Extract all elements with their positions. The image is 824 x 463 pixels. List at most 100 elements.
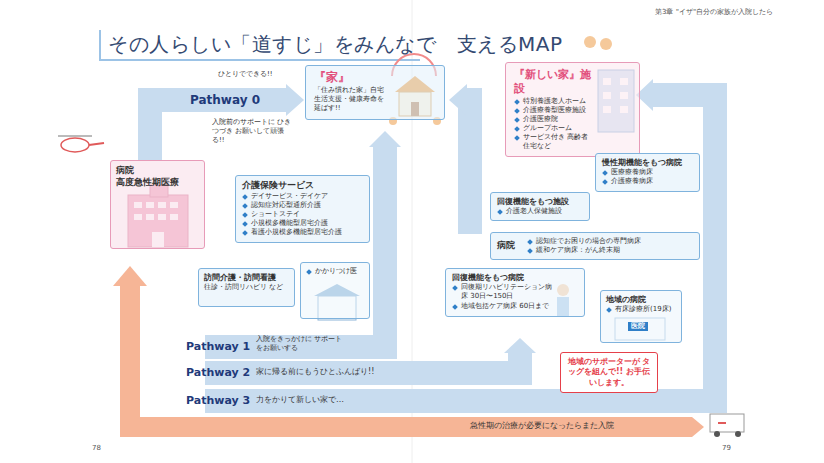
map-note: Pathway 2 [186, 366, 250, 380]
bullet-diamond [514, 135, 520, 141]
page-number: 78 [92, 444, 101, 453]
bullet-diamond [606, 308, 612, 314]
map-note: ひとりでできる!! [218, 70, 273, 79]
list-item: 介護医療院 [514, 115, 593, 124]
list-item: ショートステイ [242, 210, 363, 219]
box-text: 介護医療院 [523, 115, 558, 124]
list-item: 看護小規模多機能型居宅介護 [242, 228, 363, 237]
map-note: Pathway 1 [186, 340, 250, 354]
list-item: かかりつけ医 [306, 267, 364, 276]
box-text: サービス付き 高齢者住宅など [523, 133, 593, 151]
box-text: かかりつけ医 [315, 267, 357, 276]
map-box: 介護保険サービスデイサービス・デイケア認知症対応型通所介護ショートステイ小規模多… [235, 175, 370, 243]
list-item: サービス付き 高齢者住宅など [514, 133, 593, 151]
list-item: 介護療養型医療施設 [514, 106, 593, 115]
page-number: 79 [722, 444, 731, 453]
bullet-diamond [242, 194, 248, 200]
box-text: 看護小規模多機能型居宅介護 [251, 228, 342, 237]
list-item: 認知症でお困りの場合の専門病床 [527, 237, 641, 246]
box-text: グループホーム [523, 124, 572, 133]
bullet-diamond [602, 180, 608, 186]
bullet-diamond [602, 171, 608, 177]
bullet-diamond [242, 212, 248, 218]
helicopter [58, 136, 104, 152]
bullet-diamond [527, 239, 533, 245]
map-box: 『家』「住み慣れた家」自宅生活支援・健康寿命を 延ばす!! [305, 65, 445, 120]
box-text: 地域のサポーターが タッグを組んで!! お手伝いします。 [565, 357, 653, 388]
map-box: 病院高度急性期医療 [110, 160, 205, 249]
bullet-diamond [497, 210, 503, 216]
box-text: 特別養護老人ホーム [523, 97, 586, 106]
box-text: 緩和ケア病床：がん終末期 [536, 246, 620, 255]
list-item: 介護老人保健施設 [497, 207, 583, 216]
readmission-head [113, 266, 147, 286]
box-heading: 病院 [497, 240, 527, 252]
list-item: 小規模多機能型居宅介護 [242, 219, 363, 228]
list-item: 地域包括ケア病床 60日まで [452, 302, 554, 311]
map-box: 慢性期機能をもつ病院医療療養病床介護療養病床 [595, 153, 700, 192]
list-item: グループホーム [514, 124, 593, 133]
list-item: 回復期リハビリテーション病床 30日〜150日 [452, 283, 554, 301]
box-text: 回復期リハビリテーション病床 30日〜150日 [461, 283, 554, 301]
box-text: 認知症でお困りの場合の専門病床 [536, 237, 641, 246]
box-text: 有床診療所(19床) [615, 305, 671, 314]
bullet-diamond [242, 230, 248, 236]
box-heading: 慢性期機能をもつ病院 [602, 158, 693, 168]
list-item: 認知症対応型通所介護 [242, 201, 363, 210]
box-text: 「住み慣れた家」自宅 [314, 86, 389, 95]
list-item: 有床診療所(19床) [606, 305, 676, 314]
map-note: Pathway 3 [186, 394, 250, 408]
bullet-diamond [242, 203, 248, 209]
bullet-diamond [527, 248, 533, 254]
bullet-diamond [452, 304, 458, 310]
box-text: 往診・訪問リハビリ など [204, 283, 289, 292]
bullet-diamond [514, 126, 520, 132]
map-box: 訪問介護・訪問看護往診・訪問リハビリ など [198, 268, 295, 307]
box-text: 介護療養型医療施設 [523, 106, 586, 115]
map-note: 入院前のサポートに ひきつづき お願いして頑張る!! [212, 118, 294, 144]
box-heading: 回復機能をもつ病院 [452, 273, 554, 283]
map-box: 地域のサポーターが タッグを組んで!! お手伝いします。 [560, 352, 658, 393]
box-heading: 回復機能をもつ施設 [497, 197, 583, 207]
box-text: 小規模多機能型居宅介護 [251, 219, 328, 228]
map-note: 入院をきっかけに サポートをお願いする [256, 335, 346, 353]
bullet-diamond [242, 221, 248, 227]
map-note: 家に帰る前にもうひとふんばり!! [256, 367, 374, 377]
list-item: デイサービス・デイケア [242, 192, 363, 201]
sign-text: 医院 [628, 322, 648, 331]
box-heading: 病院 [116, 165, 199, 177]
list-item: 特別養護老人ホーム [514, 97, 593, 106]
bullet-diamond [306, 269, 312, 275]
list-item: 緩和ケア病床：がん終末期 [527, 246, 641, 255]
box-heading: 『家』 [314, 70, 389, 86]
map-note: 急性期の治療が必要になったらまた入院 [470, 421, 614, 431]
map-note: 第3章 "イザ"自分の家族が入院したら [655, 8, 773, 17]
map-box: かかりつけ医 [300, 262, 370, 319]
ambulance-end [692, 417, 704, 437]
map-note: 力をかりて新しい家で… [256, 395, 344, 405]
box-heading: 地域の病院 [606, 295, 676, 305]
diagram-title: その人らしい「道すじ」をみんなで 支えるMAP [108, 31, 563, 58]
map-box: 回復機能をもつ病院回復期リハビリテーション病床 30日〜150日地域包括ケア病床… [445, 268, 585, 317]
box-heading: 『新しい家』施設 [514, 68, 593, 97]
box-text: ショートステイ [251, 210, 300, 219]
box-text: 地域包括ケア病床 60日まで [461, 302, 549, 311]
bullet-diamond [514, 117, 520, 123]
list-column: 認知症でお困りの場合の専門病床緩和ケア病床：がん終末期 [527, 237, 641, 255]
bullet-diamond [514, 108, 520, 114]
box-text: 認知症対応型通所介護 [251, 201, 321, 210]
list-item: 医療療養病床 [602, 168, 693, 177]
ambulance [710, 414, 744, 437]
box-text: 介護老人保健施設 [506, 207, 562, 216]
map-box: 『新しい家』施設特別養護老人ホーム介護療養型医療施設介護医療院グループホームサー… [505, 62, 640, 157]
box-heading: 介護保険サービス [242, 180, 363, 192]
list-item: 介護療養病床 [602, 177, 693, 186]
bullet-diamond [452, 286, 458, 292]
box-text: デイサービス・デイケア [251, 192, 328, 201]
map-note: Pathway 0 [190, 93, 260, 108]
box-text: 介護療養病床 [611, 177, 653, 186]
box-heading: 訪問介護・訪問看護 [204, 273, 289, 283]
map-box: 病院認知症でお困りの場合の専門病床緩和ケア病床：がん終末期 [490, 232, 700, 260]
box-heading: 高度急性期医療 [116, 177, 199, 189]
box-text: 生活支援・健康寿命を 延ばす!! [314, 95, 389, 113]
